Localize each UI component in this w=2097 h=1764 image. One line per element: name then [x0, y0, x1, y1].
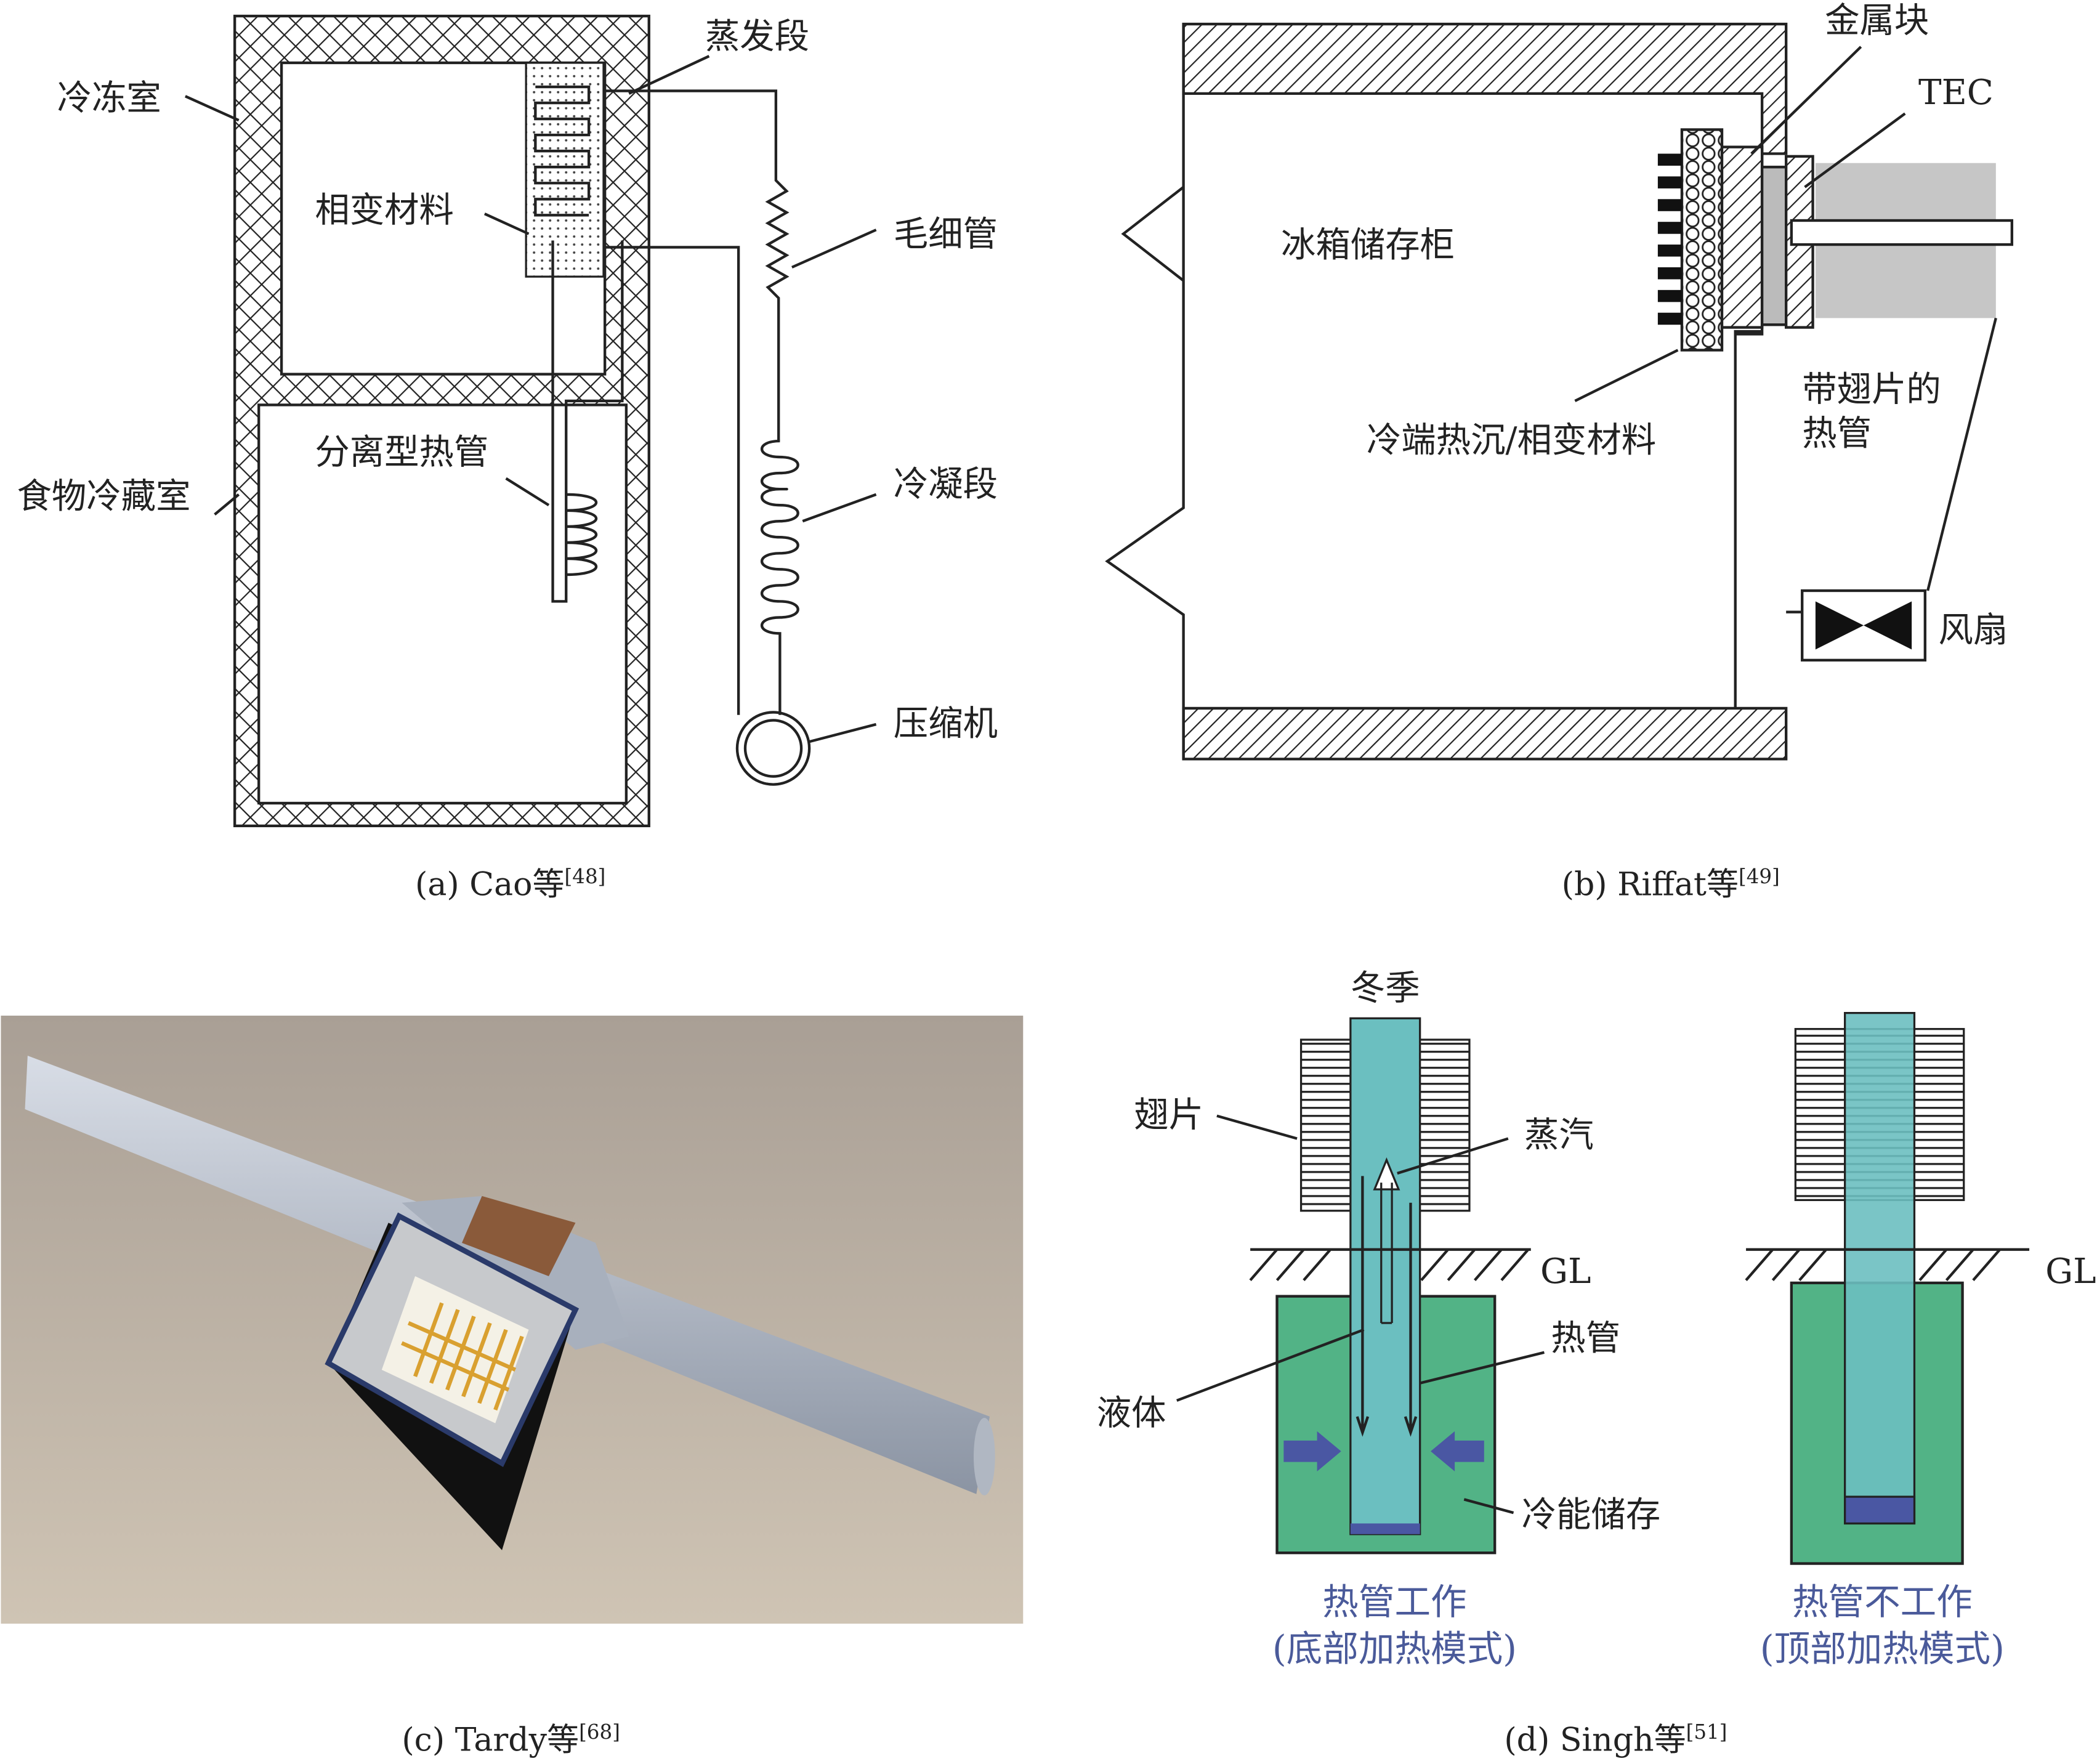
caption-d: (d) Singh等[51] [1504, 1720, 1727, 1759]
finned-heat-pipe [1790, 219, 2014, 246]
label-fins: 翅片 [1134, 1095, 1203, 1135]
separate-heat-pipe [551, 240, 624, 603]
label-gl-left: GL [1540, 1252, 1591, 1292]
label-cold-sink: 冷端热沉/相变材料 [1367, 420, 1656, 460]
right-mode-subtitle: (顶部加热模式) [1760, 1628, 2005, 1670]
condenser-coil [761, 439, 799, 715]
pcm-block [525, 62, 605, 278]
cabinet-break-line [1105, 24, 1185, 759]
leader [802, 493, 877, 523]
label-cold-storage: 冷能储存 [1522, 1495, 1661, 1535]
cold-sink-pcm [1680, 128, 1724, 352]
leader [1926, 317, 1997, 591]
label-cabinet: 冰箱储存柜 [1281, 225, 1455, 265]
label-capillary: 毛细管 [894, 214, 998, 254]
box-inner [381, 1276, 529, 1423]
label-liquid: 液体 [1097, 1393, 1166, 1433]
liquid-arrows [1356, 1176, 1418, 1437]
leader [1804, 112, 1906, 188]
label-heat-pipe: 热管 [1551, 1318, 1620, 1358]
caption-a: (a) Cao等[48] [415, 865, 605, 904]
caption-b: (b) Riffat等[49] [1562, 865, 1780, 904]
leader [1463, 1498, 1514, 1515]
copper-block [462, 1196, 576, 1277]
leader [628, 55, 710, 95]
leader [791, 229, 877, 269]
tec-module [1760, 166, 1788, 326]
label-condenser: 冷凝段 [894, 464, 998, 504]
leader [214, 493, 240, 516]
leader [505, 477, 550, 506]
label-gl-right: GL [2045, 1252, 2096, 1292]
label-freezer: 冷冻室 [57, 78, 161, 118]
label-evaporator: 蒸发段 [705, 17, 809, 57]
cold-sink-fins [1657, 153, 1682, 325]
leader [809, 722, 877, 743]
pipe-end [973, 1418, 995, 1495]
liquid-pool-right [1844, 1495, 1916, 1525]
return-line [603, 246, 740, 715]
label-metal-block: 金属块 [1825, 1, 1929, 41]
ground-line-right [1745, 1248, 2030, 1281]
leader [1420, 1351, 1545, 1385]
label-tec: TEC [1918, 73, 1994, 113]
evaporator-coil [534, 85, 591, 217]
compressor [735, 711, 811, 786]
leader [1574, 349, 1679, 402]
label-vapor: 蒸汽 [1524, 1115, 1594, 1155]
leader [1216, 1114, 1298, 1140]
label-fan: 风扇 [1939, 610, 2008, 650]
heat-arrow-left [1283, 1431, 1341, 1471]
heat-arrow-right [1431, 1431, 1484, 1471]
label-food-chamber: 食物冷藏室 [17, 476, 190, 516]
leader [1176, 1328, 1365, 1402]
capillary-tube [603, 89, 790, 442]
leader [1750, 46, 1862, 155]
label-separate-heat-pipe: 分离型热管 [315, 432, 488, 472]
panel-a: 冷冻室 相变材料 蒸发段 毛细管 分离型热管 冷凝段 食物冷藏室 压缩机 (a)… [17, 14, 998, 904]
left-mode-subtitle: (底部加热模式) [1272, 1628, 1517, 1670]
leader [184, 95, 240, 122]
panel-d: 冬季 翅片 蒸汽 GL 热管 液体 冷能储存 热管工作 (底部加热模式) GL … [1097, 968, 2096, 1758]
compressor-inner [743, 719, 803, 778]
caption-c: (c) Tardy等[68] [402, 1720, 620, 1759]
panel-b: 金属块 TEC 冰箱储存柜 带翅片的 热管 冷端热沉/相变材料 风扇 (b) R… [1105, 1, 2014, 904]
ground-line-left [1249, 1248, 1531, 1281]
metal-block [1720, 145, 1764, 329]
left-mode-title: 热管工作 [1322, 1581, 1466, 1623]
panel-c: (c) Tardy等[68] [1, 1015, 1024, 1759]
heat-exchanger-fins [401, 1302, 524, 1411]
label-pcm: 相变材料 [315, 190, 454, 230]
vapor-arrow [1373, 1157, 1400, 1324]
label-finned-heat-pipe-2: 热管 [1802, 414, 1872, 454]
leader [483, 212, 530, 235]
label-winter: 冬季 [1351, 968, 1420, 1008]
right-mode-title: 热管不工作 [1792, 1581, 1973, 1623]
heat-pipe-right [1844, 1012, 1916, 1525]
fan-icon [1815, 601, 1912, 650]
label-compressor: 压缩机 [894, 703, 998, 743]
leader [1397, 1137, 1509, 1175]
label-finned-heat-pipe: 带翅片的 [1802, 370, 1941, 410]
liquid-pool-left [1350, 1523, 1420, 1534]
